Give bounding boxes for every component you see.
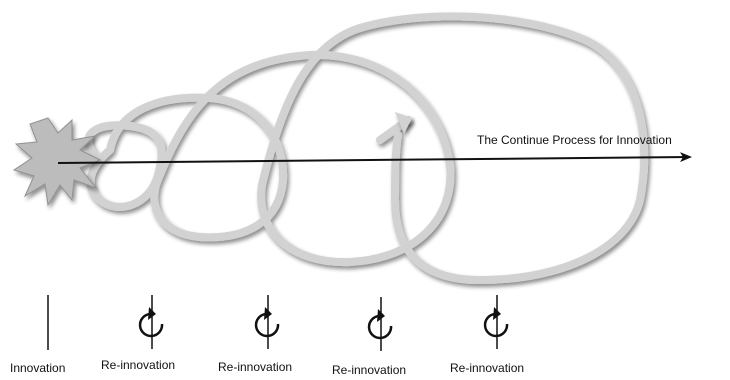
rotation-icon [367,297,393,351]
loop-3 [156,50,455,267]
stage-label-reinnovation-1: Re-innovation [101,358,176,372]
loop-2 [106,93,288,242]
rotation-icon [138,295,164,349]
rotation-icon [483,295,509,349]
stage-label-innovation: Innovation [10,361,66,375]
loop-4 [258,12,649,285]
loop-arrowhead-icon [395,112,412,134]
starburst-icon [12,117,102,207]
spiral-loops [84,12,649,285]
rotation-icon [254,295,280,349]
process-arrow [57,152,692,164]
stage-label-reinnovation-2: Re-innovation [218,360,293,374]
stage-label-reinnovation-3: Re-innovation [332,363,407,377]
process-arrow-label: The Continue Process for Innovation [477,133,672,147]
stage-label-reinnovation-4: Re-innovation [450,361,525,375]
